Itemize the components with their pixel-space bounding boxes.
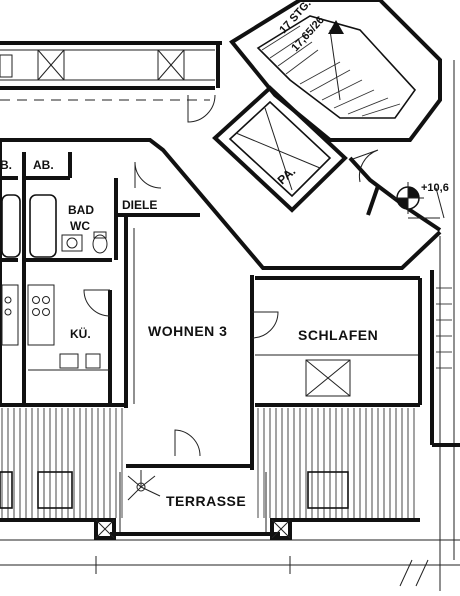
room-terrasse-label: TERRASSE (166, 493, 246, 509)
staircase: 17 STG. 17,65/26 (229, 0, 442, 142)
room-b-label: B. (0, 158, 12, 172)
room-wc-label: WC (70, 219, 90, 233)
corridor-walls (0, 60, 455, 591)
facade-hatching (0, 403, 460, 541)
room-bad-label: BAD (68, 203, 94, 217)
elevation-marker: +10,6 (392, 182, 449, 219)
right-structure (430, 270, 460, 447)
diele: DIELE (122, 161, 162, 212)
elevation-label: +10,6 (421, 182, 449, 194)
dimension-line (0, 556, 460, 587)
room-kueche-label: KÜ. (70, 326, 91, 341)
schlafen: SCHLAFEN (255, 276, 422, 405)
room-wohnen-label: WOHNEN 3 (148, 323, 227, 339)
terrasse: TERRASSE (94, 464, 292, 540)
left-rooms: B. AB. BAD WC KÜ. (0, 140, 200, 405)
room-schlafen-label: SCHLAFEN (298, 327, 378, 343)
room-abstell-label: AB. (33, 158, 54, 172)
wohnen: WOHNEN 3 (124, 215, 279, 470)
elevator-shaft: PA. (187, 85, 379, 213)
top-balcony (0, 41, 222, 101)
room-diele-label: DIELE (122, 198, 157, 212)
